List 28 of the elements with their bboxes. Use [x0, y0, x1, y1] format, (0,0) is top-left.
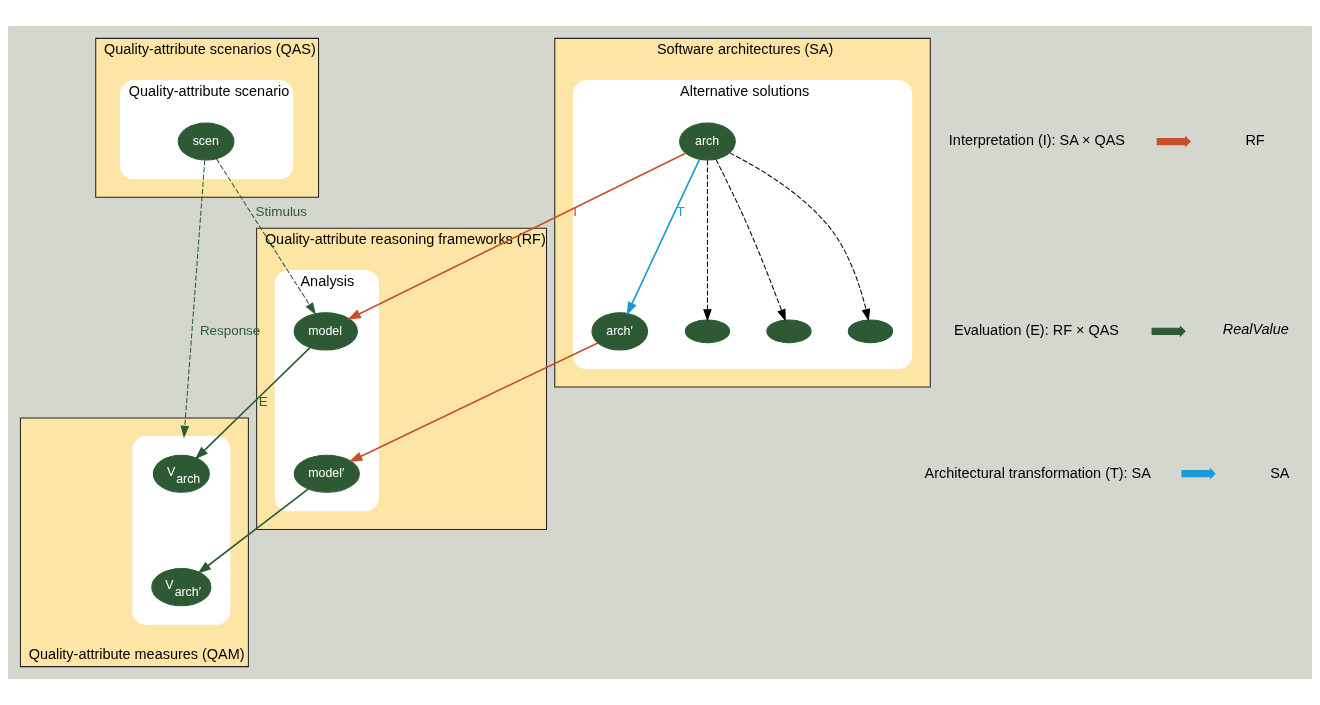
- node-ellipse: scen: [177, 122, 235, 161]
- cluster: [132, 436, 231, 625]
- node-ellipse: arch′: [591, 312, 649, 351]
- arrow: [197, 488, 309, 574]
- label: RealValue: [1222, 321, 1289, 338]
- node-ellipse: [766, 319, 812, 344]
- arrow: [626, 158, 701, 316]
- label: SA: [1270, 464, 1290, 481]
- node-ellipse: [684, 319, 731, 344]
- label: RF: [1245, 132, 1265, 149]
- edge-label: T: [676, 204, 685, 220]
- arrow: [347, 152, 687, 320]
- edge-label: E: [258, 394, 268, 410]
- arrow: [715, 158, 786, 322]
- node-ellipse: arch: [679, 122, 736, 161]
- node-ellipse: model: [293, 312, 358, 351]
- legend-label: Architectural transformation (T): SA: [924, 464, 1151, 481]
- node-ellipse: model′: [293, 454, 360, 493]
- arrow: [180, 159, 206, 439]
- arrow: [703, 159, 712, 322]
- arrow: [194, 346, 311, 460]
- arrow: [729, 152, 871, 322]
- legend-label: Evaluation (E): RF × QAS: [954, 322, 1119, 339]
- edge-label: Stimulus: [255, 204, 308, 220]
- arrow: [348, 342, 599, 463]
- legend-label: Interpretation (I): SA × QAS: [948, 132, 1125, 149]
- node-ellipse: [847, 319, 894, 344]
- arrow: [216, 158, 316, 315]
